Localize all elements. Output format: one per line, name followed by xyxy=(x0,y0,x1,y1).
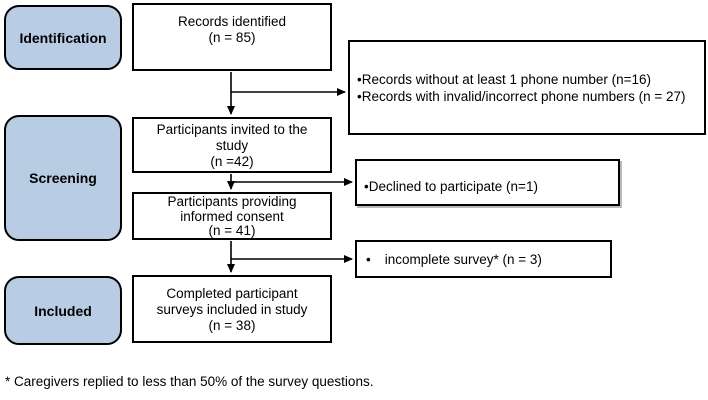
stage-screening: Screening xyxy=(4,115,122,241)
stage-included: Included xyxy=(4,276,122,345)
exclusion-incomplete-label: incomplete survey* (n = 3) xyxy=(384,251,542,267)
flowbox-records-line1: Records identified xyxy=(177,14,287,29)
stage-identification-label: Identification xyxy=(19,29,107,46)
stage-screening-label: Screening xyxy=(29,170,97,186)
exclusion-phone-line2: •Records with invalid/incorrect phone nu… xyxy=(357,88,686,104)
exclusion-box-phone-numbers: •Records without at least 1 phone number… xyxy=(348,40,706,135)
flowbox-invited-line1: Participants invited to the xyxy=(156,122,308,137)
stage-included-label: Included xyxy=(34,302,92,319)
flowbox-completed-line2: surveys included in study xyxy=(156,302,308,317)
flowbox-invited-line2: study xyxy=(215,138,249,153)
flowbox-consent-line3: (n = 41) xyxy=(208,223,256,238)
flowbox-completed-line1: Completed participant xyxy=(166,286,298,301)
exclusion-box-declined: •Declined to participate (n=1) xyxy=(355,159,620,206)
stage-identification: Identification xyxy=(4,5,122,70)
flowbox-consent-line1: Participants providing xyxy=(167,194,297,209)
flowbox-informed-consent: Participants providing informed consent … xyxy=(132,192,332,240)
flowbox-invited-line3: (n =42) xyxy=(210,154,254,169)
exclusion-incomplete-text: • incomplete survey* (n = 3) xyxy=(366,251,610,268)
flowbox-records-line2: (n = 85) xyxy=(208,30,256,45)
flowbox-consent-line2: informed consent xyxy=(180,208,284,224)
exclusion-phone-line1: •Records without at least 1 phone number… xyxy=(357,71,652,87)
flowbox-participants-invited: Participants invited to the study (n =42… xyxy=(132,117,332,173)
flowbox-records-identified: Records identified (n = 85) xyxy=(132,3,332,71)
exclusion-box-incomplete: • incomplete survey* (n = 3) xyxy=(355,240,612,278)
flowbox-completed-line3: (n = 38) xyxy=(208,318,256,333)
footnote: * Caregivers replied to less than 50% of… xyxy=(5,374,374,389)
exclusion-declined-text: •Declined to participate (n=1) xyxy=(364,179,538,194)
bullet-glyph: • xyxy=(366,251,371,267)
flowbox-completed-surveys: Completed participant surveys included i… xyxy=(132,275,332,343)
